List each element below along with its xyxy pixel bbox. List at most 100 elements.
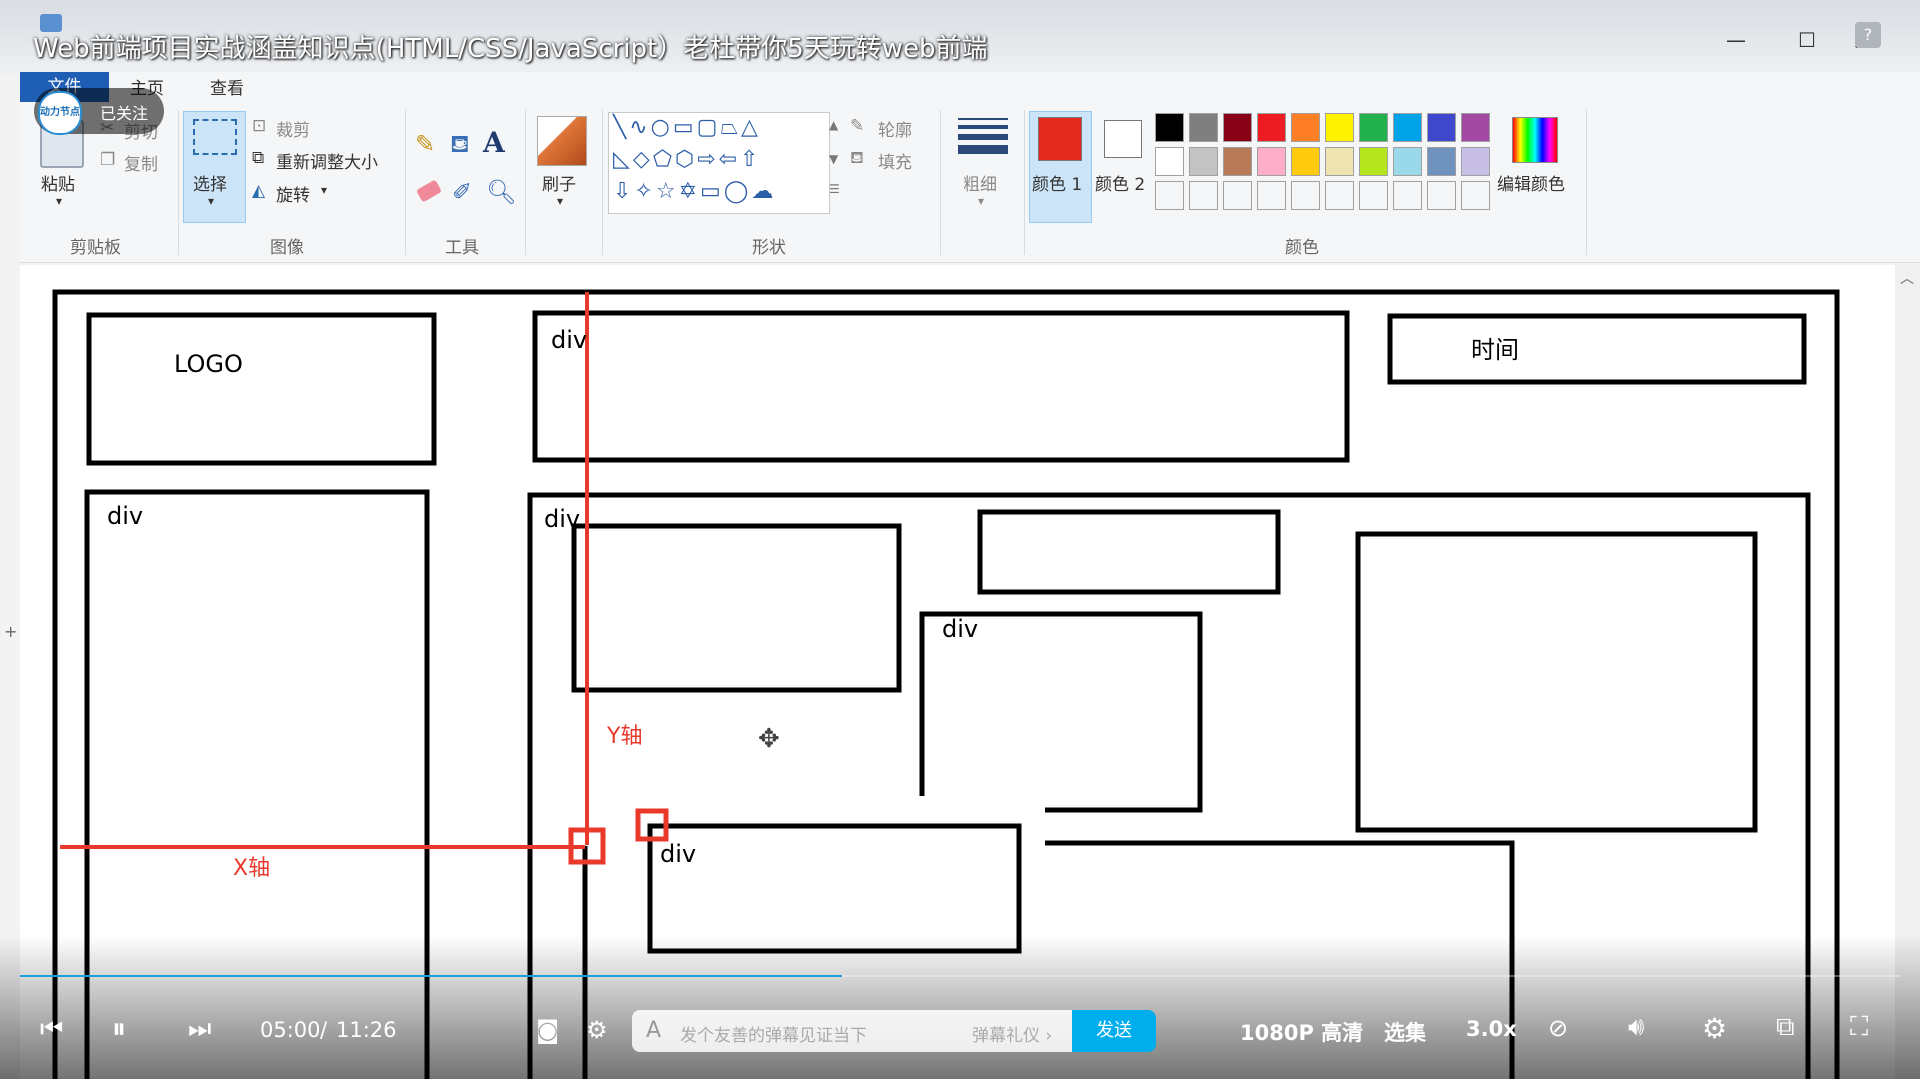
color2-swatch[interactable] bbox=[1104, 120, 1142, 158]
brush-icon[interactable] bbox=[537, 116, 587, 166]
size-icon[interactable] bbox=[958, 118, 1008, 158]
danmu-settings-icon[interactable]: ⚙ bbox=[586, 1016, 608, 1044]
shapes-scroll-up-icon[interactable]: ▲ bbox=[829, 118, 839, 132]
shapes-row-3[interactable]: ⇩✧☆✡▭◯☁ bbox=[613, 179, 777, 204]
palette-swatch[interactable] bbox=[1155, 113, 1184, 142]
rotate-icon[interactable]: ◭ bbox=[252, 181, 266, 201]
shapes-group-label: 形状 bbox=[752, 238, 786, 258]
palette-swatch[interactable] bbox=[1291, 181, 1320, 210]
danmu-etiquette-link[interactable]: 弹幕礼仪 › bbox=[972, 1026, 1053, 1046]
canvas-resize-handle[interactable]: + bbox=[4, 622, 18, 641]
shapes-more-icon[interactable]: ☰ bbox=[829, 182, 840, 196]
fullscreen-icon[interactable]: ⛶ bbox=[1850, 1012, 1869, 1042]
danmu-style-icon[interactable]: A bbox=[646, 1018, 662, 1043]
crop-icon[interactable]: ⊡ bbox=[252, 116, 267, 136]
pause-icon[interactable]: ⏸ bbox=[112, 1012, 127, 1045]
palette-swatch[interactable] bbox=[1461, 147, 1490, 176]
maximize-icon[interactable]: ☐ bbox=[1798, 28, 1816, 52]
size-button[interactable]: 粗细 bbox=[963, 175, 997, 195]
previous-icon[interactable]: ⏮ bbox=[40, 1014, 64, 1044]
palette-swatch[interactable] bbox=[1427, 181, 1456, 210]
episodes-button[interactable]: 选集 bbox=[1384, 1021, 1426, 1045]
palette-swatch[interactable] bbox=[1325, 181, 1354, 210]
paste-dropdown-icon[interactable]: ▾ bbox=[56, 194, 63, 208]
brush-dropdown-icon[interactable]: ▾ bbox=[557, 194, 564, 208]
palette-swatch[interactable] bbox=[1257, 147, 1286, 176]
next-icon[interactable]: ⏭ bbox=[188, 1014, 212, 1044]
shapes-gallery[interactable]: ╲∿○▭▢⏢△ ◺◇⬠⬡⇨⇦⇧ ⇩✧☆✡▭◯☁ bbox=[608, 112, 830, 214]
shapes-row-2[interactable]: ◺◇⬠⬡⇨⇦⇧ bbox=[613, 147, 762, 172]
select-dropdown-icon[interactable]: ▾ bbox=[208, 194, 215, 208]
outline-icon[interactable]: ✎ bbox=[850, 116, 865, 136]
help-icon[interactable]: ? bbox=[1855, 22, 1881, 48]
palette-swatch[interactable] bbox=[1291, 147, 1320, 176]
palette-swatch[interactable] bbox=[1393, 181, 1422, 210]
picture-in-picture-icon[interactable]: ⧉ bbox=[1776, 1012, 1795, 1042]
fill-bucket-icon[interactable]: ⛾ bbox=[450, 130, 470, 158]
subtitle-off-icon[interactable]: ⊘ bbox=[1548, 1014, 1569, 1042]
progress-bar[interactable] bbox=[20, 975, 1900, 977]
palette-swatch[interactable] bbox=[1359, 147, 1388, 176]
volume-icon[interactable]: 🔊︎ bbox=[1628, 1012, 1645, 1042]
danmu-toggle-icon[interactable]: ◙ bbox=[536, 1016, 560, 1044]
ribbon-divider bbox=[602, 110, 603, 255]
speed-selector[interactable]: 3.0x bbox=[1466, 1017, 1517, 1041]
palette-swatch[interactable] bbox=[1359, 181, 1388, 210]
scroll-up-icon[interactable]: ︿ bbox=[1900, 271, 1914, 287]
current-time: 05:00 bbox=[260, 1018, 321, 1042]
rotate-button[interactable]: 旋转 bbox=[276, 186, 310, 206]
palette-swatch[interactable] bbox=[1393, 147, 1422, 176]
size-dropdown-icon[interactable]: ▾ bbox=[978, 194, 985, 208]
text-tool-icon[interactable]: A bbox=[483, 126, 505, 159]
settings-gear-icon[interactable]: ⚙ bbox=[1702, 1012, 1728, 1045]
palette-swatch[interactable] bbox=[1291, 113, 1320, 142]
palette-swatch[interactable] bbox=[1427, 113, 1456, 142]
palette-swatch[interactable] bbox=[1189, 113, 1218, 142]
palette-swatch[interactable] bbox=[1257, 181, 1286, 210]
edit-colors-button[interactable]: 编辑颜色 bbox=[1497, 175, 1565, 195]
color-picker-icon[interactable]: ✐ bbox=[452, 178, 473, 206]
palette-swatch[interactable] bbox=[1359, 113, 1388, 142]
copy-button[interactable]: 复制 bbox=[124, 155, 158, 175]
palette-swatch[interactable] bbox=[1223, 147, 1252, 176]
palette-swatch[interactable] bbox=[1427, 147, 1456, 176]
palette-swatch[interactable] bbox=[1223, 113, 1252, 142]
rotate-dropdown-icon[interactable]: ▾ bbox=[321, 183, 328, 197]
palette-swatch[interactable] bbox=[1223, 181, 1252, 210]
palette-swatch[interactable] bbox=[1257, 113, 1286, 142]
edit-colors-icon[interactable] bbox=[1512, 117, 1558, 163]
brush-button[interactable]: 刷子 bbox=[542, 175, 576, 195]
fill-button[interactable]: 填充 bbox=[878, 153, 912, 173]
resize-button[interactable]: 重新调整大小 bbox=[276, 153, 378, 173]
fill-icon[interactable]: ⛾ bbox=[850, 148, 864, 168]
uploader-avatar[interactable]: 动力节点 bbox=[38, 91, 82, 135]
color2-label[interactable]: 颜色 2 bbox=[1095, 175, 1146, 195]
div-label: div bbox=[107, 502, 144, 530]
danmu-input[interactable] bbox=[632, 1010, 1072, 1052]
outline-button[interactable]: 轮廓 bbox=[878, 121, 912, 141]
quality-selector[interactable]: 1080P 高清 bbox=[1240, 1021, 1364, 1045]
tab-view[interactable]: 查看 bbox=[210, 79, 244, 99]
palette-swatch[interactable] bbox=[1393, 113, 1422, 142]
follow-status[interactable]: 已关注 bbox=[100, 104, 149, 123]
minimize-icon[interactable]: — bbox=[1726, 28, 1746, 52]
palette-swatch[interactable] bbox=[1461, 181, 1490, 210]
palette-swatch[interactable] bbox=[1189, 181, 1218, 210]
shapes-row-1[interactable]: ╲∿○▭▢⏢△ bbox=[613, 115, 761, 140]
send-danmu-button[interactable]: 发送 bbox=[1072, 1010, 1156, 1052]
shapes-scroll-down-icon[interactable]: ▼ bbox=[829, 152, 839, 166]
palette-swatch[interactable] bbox=[1189, 147, 1218, 176]
pencil-icon[interactable]: ✎ bbox=[415, 130, 436, 158]
ribbon-divider bbox=[178, 110, 179, 255]
paste-button[interactable]: 粘贴 bbox=[41, 175, 75, 195]
danmu-placeholder[interactable]: 发个友善的弹幕见证当下 bbox=[680, 1026, 867, 1046]
palette-swatch[interactable] bbox=[1325, 113, 1354, 142]
crop-button[interactable]: 裁剪 bbox=[276, 121, 310, 141]
palette-swatch[interactable] bbox=[1325, 147, 1354, 176]
palette-swatch[interactable] bbox=[1155, 147, 1184, 176]
magnifier-icon[interactable]: 🔍︎ bbox=[486, 178, 517, 206]
copy-icon[interactable]: ❐ bbox=[100, 150, 116, 170]
palette-swatch[interactable] bbox=[1461, 113, 1490, 142]
resize-icon[interactable]: ⧉ bbox=[252, 148, 265, 168]
palette-swatch[interactable] bbox=[1155, 181, 1184, 210]
